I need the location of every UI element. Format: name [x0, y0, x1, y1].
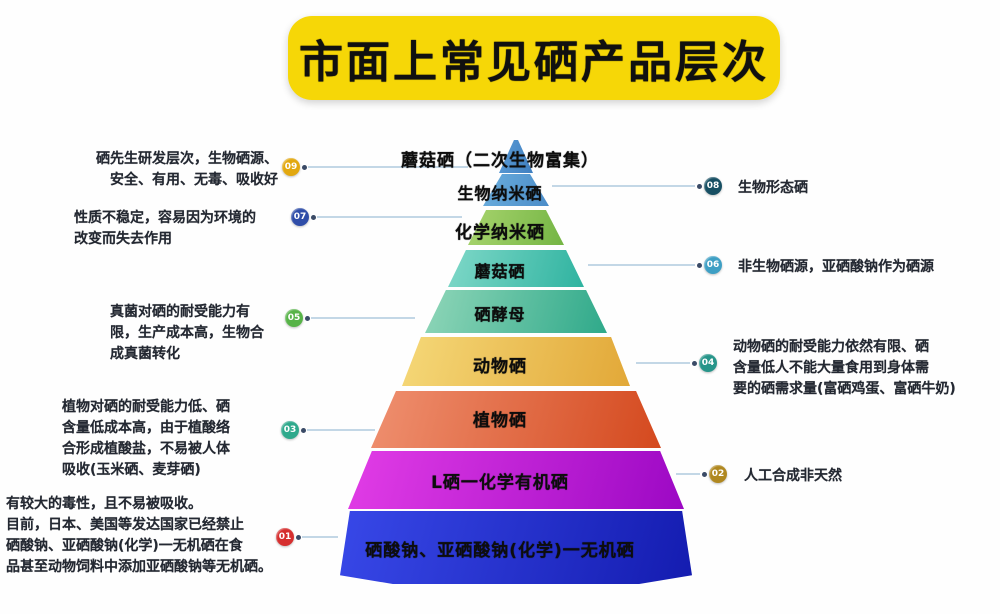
right-note-1: 生物形态硒 — [738, 180, 808, 196]
level-label-4: 蘑菇硒 — [474, 262, 526, 281]
right-note-2: 非生物硒源，亚硒酸钠作为硒源 — [738, 259, 934, 275]
connector-dot — [697, 184, 702, 189]
number-badge: 08 — [704, 177, 722, 195]
connector-line — [588, 264, 695, 266]
right-note-3: 动物硒的耐受能力依然有限、硒 含量低人不能大量食用到身体需 要的硒需求量(富硒鸡… — [733, 339, 956, 397]
connector-line — [307, 429, 375, 431]
left-note-2: 性质不稳定，容易因为环境的 改变而失去作用 — [74, 210, 256, 247]
pyramid-level-6 — [402, 337, 630, 386]
number-badge: 03 — [281, 421, 299, 439]
pyramid-level-4 — [448, 250, 584, 287]
number-badge: 01 — [276, 528, 294, 546]
number-badge: 09 — [282, 158, 300, 176]
connector-line — [317, 216, 462, 218]
connector-dot — [302, 165, 307, 170]
connector-line — [302, 536, 338, 538]
connector-dot — [305, 316, 310, 321]
left-note-3: 真菌对硒的耐受能力有 限，生产成本高，生物合 成真菌转化 — [110, 304, 264, 362]
connector-line — [676, 473, 700, 475]
page-title: 市面上常见硒产品层次 — [299, 37, 769, 88]
pyramid-level-8 — [348, 451, 684, 509]
title-banner: 市面上常见硒产品层次 — [288, 16, 780, 100]
connector-dot — [296, 535, 301, 540]
connector-dot — [311, 215, 316, 220]
connector-line — [308, 166, 468, 168]
number-badge: 04 — [699, 354, 717, 372]
number-badge: 05 — [285, 309, 303, 327]
connector-line — [636, 362, 690, 364]
connector-dot — [692, 361, 697, 366]
connector-line — [311, 317, 415, 319]
level-label-2: 生物纳米硒 — [457, 184, 543, 203]
level-label-7: 植物硒 — [473, 411, 527, 431]
left-note-4: 植物对硒的耐受能力低、硒 含量低成本高，由于植酸络 合形成植酸盐，不易被人体 吸… — [62, 399, 230, 478]
left-note-5: 有较大的毒性，且不易被吸收。 目前，日本、美国等发达国家已经禁止 硒酸钠、亚硒酸… — [6, 496, 272, 575]
number-badge: 02 — [709, 465, 727, 483]
number-badge: 07 — [291, 208, 309, 226]
connector-dot — [702, 472, 707, 477]
right-note-4: 人工合成非天然 — [744, 468, 842, 484]
pyramid-level-7 — [371, 391, 661, 448]
level-label-3: 化学纳米硒 — [455, 223, 545, 243]
left-note-1: 硒先生研发层次，生物硒源、 安全、有用、无毒、吸收好 — [96, 151, 278, 188]
connector-dot — [301, 428, 306, 433]
level-label-1: 蘑菇硒（二次生物富集） — [401, 151, 599, 171]
connector-dot — [697, 263, 702, 268]
pyramid-level-9 — [340, 511, 692, 584]
number-badge: 06 — [704, 256, 722, 274]
pyramid-level-5 — [425, 290, 607, 333]
pyramid-level-3 — [468, 210, 564, 245]
level-label-6: 动物硒 — [473, 357, 527, 377]
level-label-9: 硒酸钠、亚硒酸钠(化学)一无机硒 — [365, 541, 635, 561]
level-label-5: 硒酵母 — [474, 305, 526, 324]
level-label-8: L硒一化学有机硒 — [431, 473, 569, 493]
connector-line — [552, 185, 695, 187]
